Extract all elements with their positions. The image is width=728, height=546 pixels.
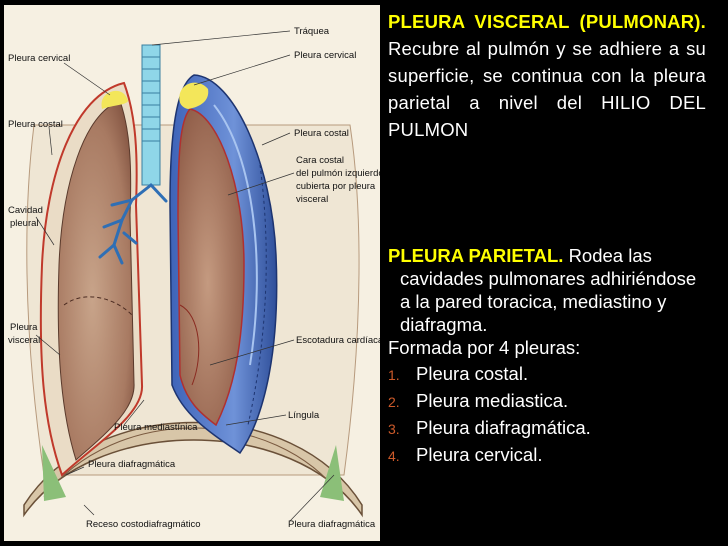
list-label: Pleura mediastica. — [416, 390, 569, 411]
label-cara-costal-4: visceral — [296, 194, 328, 205]
diaphragm-inner-line — [43, 427, 343, 498]
left-lung — [57, 100, 135, 461]
cardiac-notch — [179, 304, 200, 386]
list-label: Pleura diafragmática. — [416, 417, 591, 438]
right-apex-pleura-cervical — [179, 82, 209, 109]
blue-pleura-fold — [213, 104, 258, 366]
trachea-rings — [142, 56, 160, 142]
visceral-title-2: (PULMONAR). — [579, 11, 706, 32]
list-label: Pleura costal. — [416, 363, 529, 384]
parietal-head: PLEURA PARIETAL. Rodea las — [388, 244, 706, 267]
list-item: 3. Pleura diafragmática. — [388, 415, 706, 442]
label-traquea: Tráquea — [294, 26, 330, 37]
trachea — [141, 44, 161, 186]
label-cara-costal-1: Cara costal — [296, 155, 344, 166]
label-cavidad-2: pleural — [10, 218, 39, 229]
list-number: 3. — [388, 421, 400, 437]
label-cara-costal-3: cubierta por pleura — [296, 181, 376, 192]
text-panel: PLEURA VISCERAL (PULMONAR). Recubre al p… — [388, 8, 706, 469]
label-pleura-costal-left: Pleura costal — [8, 119, 63, 130]
list-number: 1. — [388, 367, 400, 383]
list-item: 1. Pleura costal. — [388, 361, 706, 388]
left-apex-pleura-cervical — [101, 90, 128, 109]
label-pleura-costal-right: Pleura costal — [294, 128, 349, 139]
visceral-title-1: PLEURA VISCERAL — [388, 11, 570, 32]
pleura-anatomy-illustration: Tráquea Pleura cervical Pleura cervical … — [4, 5, 384, 541]
right-lung — [177, 108, 245, 427]
list-number: 2. — [388, 394, 400, 410]
label-pleura-diafragmatica-left: Pleura diafragmática — [88, 459, 176, 470]
visceral-body-2: pulmón y se adhiere a su superficie, se … — [388, 38, 707, 140]
visceral-paragraph: PLEURA VISCERAL (PULMONAR). Recubre al p… — [388, 8, 706, 143]
recess-left — [42, 445, 66, 501]
leader-lines — [35, 30, 335, 522]
left-lung-dashed-line — [63, 296, 133, 316]
list-label: Pleura cervical. — [416, 444, 543, 465]
parietal-body-1: Rodea las — [568, 245, 652, 266]
label-escotadura: Escotadura cardíaca — [296, 335, 380, 346]
label-pleura-cervical-right: Pleura cervical — [294, 50, 356, 61]
label-cavidad-1: Cavidad — [8, 205, 43, 216]
pleura-list: 1. Pleura costal. 2. Pleura mediastica. 3.… — [388, 361, 706, 469]
label-cara-costal-2: del pulmón izquierdo — [296, 168, 380, 179]
label-pleura-diafragmatica-right: Pleura diafragmática — [288, 519, 376, 530]
list-item: 4. Pleura cervical. — [388, 442, 706, 469]
recess-right — [320, 445, 344, 501]
list-number: 4. — [388, 448, 400, 464]
parietal-body-2: cavidades pulmonares adhiriéndose a la p… — [400, 268, 697, 335]
label-pleura-visceral-1: Pleura — [10, 322, 38, 333]
parietal-title: PLEURA PARIETAL. — [388, 245, 564, 266]
visceral-body-1: Recubre al — [388, 38, 481, 59]
label-pleura-visceral-2: visceral — [8, 335, 40, 346]
label-receso: Receso costodiafragmático — [86, 519, 201, 530]
label-pleura-cervical-left: Pleura cervical — [8, 53, 70, 64]
blue-pleura-dashes — [247, 164, 267, 426]
parietal-paragraph: PLEURA PARIETAL. Rodea las cavidades pul… — [388, 244, 706, 469]
label-lingula: Língula — [288, 410, 320, 421]
label-pleura-mediastinica: Pleura mediastínica — [114, 422, 198, 433]
bronchial-tree — [98, 183, 168, 265]
list-item: 2. Pleura mediastica. — [388, 388, 706, 415]
formada-text: Formada por 4 pleuras: — [388, 337, 581, 358]
